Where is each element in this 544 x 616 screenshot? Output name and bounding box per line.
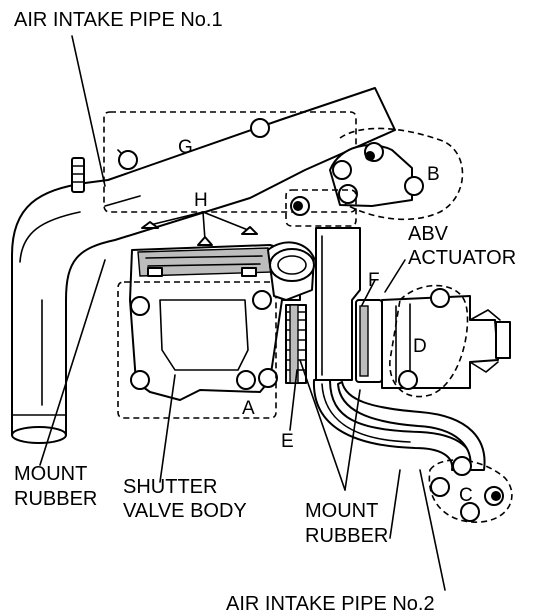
h-clamp-lines [141, 211, 258, 246]
bolt-c-1 [430, 477, 450, 497]
vertical-pipe [315, 227, 361, 381]
region-inner-outline [285, 189, 357, 227]
elbow-connector [329, 142, 424, 207]
throttle-coupling [267, 241, 315, 384]
region-b-outline [339, 127, 464, 221]
bolt-c-marked [491, 491, 501, 501]
label-air-intake-pipe-1: AIR INTAKE PIPE No.1 [14, 9, 223, 31]
label-mount-rubber-left-line1: MOUNT [14, 463, 87, 485]
bolt-c-4 [452, 456, 472, 476]
leader-lines [39, 35, 446, 591]
zone-label-f: F [368, 270, 380, 291]
label-abv-line2: ACTUATOR [408, 247, 516, 269]
bolt-inner-marked [293, 201, 303, 211]
bolt-g-2 [118, 150, 138, 170]
label-air-intake-pipe-2: AIR INTAKE PIPE No.2 [226, 593, 435, 615]
label-mount-rubber-left-line2: RUBBER [14, 488, 97, 510]
zone-label-e: E [281, 431, 294, 452]
label-shutter-line2: VALVE BODY [123, 500, 247, 522]
bolt-c-2 [460, 502, 480, 522]
zone-label-b: B [427, 164, 440, 185]
region-d-outline [389, 284, 469, 398]
label-abv-line1: ABV [408, 223, 449, 245]
bolt-g-1 [250, 118, 270, 138]
abv-actuator [355, 288, 511, 390]
zone-label-h: H [194, 190, 208, 211]
zone-label-a: A [242, 398, 255, 419]
label-shutter-line1: SHUTTER [123, 476, 217, 498]
label-mount-rubber-center-line2: RUBBER [305, 525, 388, 547]
zone-label-c: C [459, 485, 473, 506]
label-mount-rubber-center-line1: MOUNT [305, 500, 378, 522]
zone-label-g: G [178, 137, 193, 158]
zone-label-d: D [413, 336, 427, 357]
